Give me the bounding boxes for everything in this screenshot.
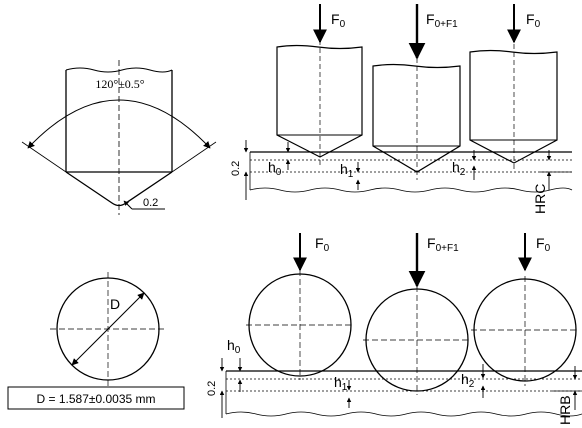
- load-label-c2: F0+F1: [426, 11, 458, 30]
- scale-label-hrc: HRC: [532, 184, 548, 214]
- ball-diameter-arrow: [71, 292, 145, 366]
- cone-indenter-c3: [469, 49, 558, 164]
- offset-label-b: 0.2: [206, 381, 218, 396]
- ball-diameter-symbol: D: [110, 296, 120, 312]
- cone-angle-label: 120°±0.5°: [95, 77, 144, 91]
- load-label-b2: F0+F1: [427, 235, 459, 254]
- cone-tip-radius-label: 0.2: [143, 197, 158, 209]
- scale-label-hrb: HRB: [557, 395, 573, 425]
- depth-label-c-h2: h2: [452, 159, 466, 178]
- cone-indenter-c2: [372, 63, 461, 173]
- load-label-b3: F0: [536, 235, 551, 254]
- ball-diameter-value: D = 1.587±0.0035 mm: [37, 392, 156, 406]
- depth-label-c-h0: h0: [268, 159, 282, 178]
- cone-indenter-detail: 120°±0.5° 0.2: [21, 60, 217, 215]
- depth-label-b-h0: h0: [227, 337, 241, 356]
- ball-diameter-box: [7, 386, 185, 410]
- depth-label-c-h1: h1: [340, 161, 354, 180]
- ball-indenter-detail: D D = 1.587±0.0035 mm: [7, 272, 185, 410]
- load-label-b1: F0: [315, 235, 330, 254]
- offset-label-c: 0.2: [230, 161, 242, 176]
- depth-label-b-h2: h2: [461, 371, 475, 390]
- depth-label-b-h1: h1: [334, 374, 348, 393]
- cone-shank-outline: [65, 70, 173, 172]
- rockwell-c-diagram: F0 F0+F1 F0 0.2 h0 h1: [230, 4, 573, 214]
- cone-shank-top-break: [65, 67, 173, 73]
- load-label-c1: F0: [331, 11, 346, 30]
- cone-indenter-c1: [276, 44, 363, 158]
- specimen-break-b: [225, 411, 582, 417]
- load-label-c3: F0: [526, 11, 541, 30]
- specimen-break-c: [249, 187, 573, 193]
- rockwell-b-diagram: F0 F0+F1 F0 0.2 h0 h1 h2: [206, 233, 582, 425]
- cone-angle-arc: [27, 99, 211, 149]
